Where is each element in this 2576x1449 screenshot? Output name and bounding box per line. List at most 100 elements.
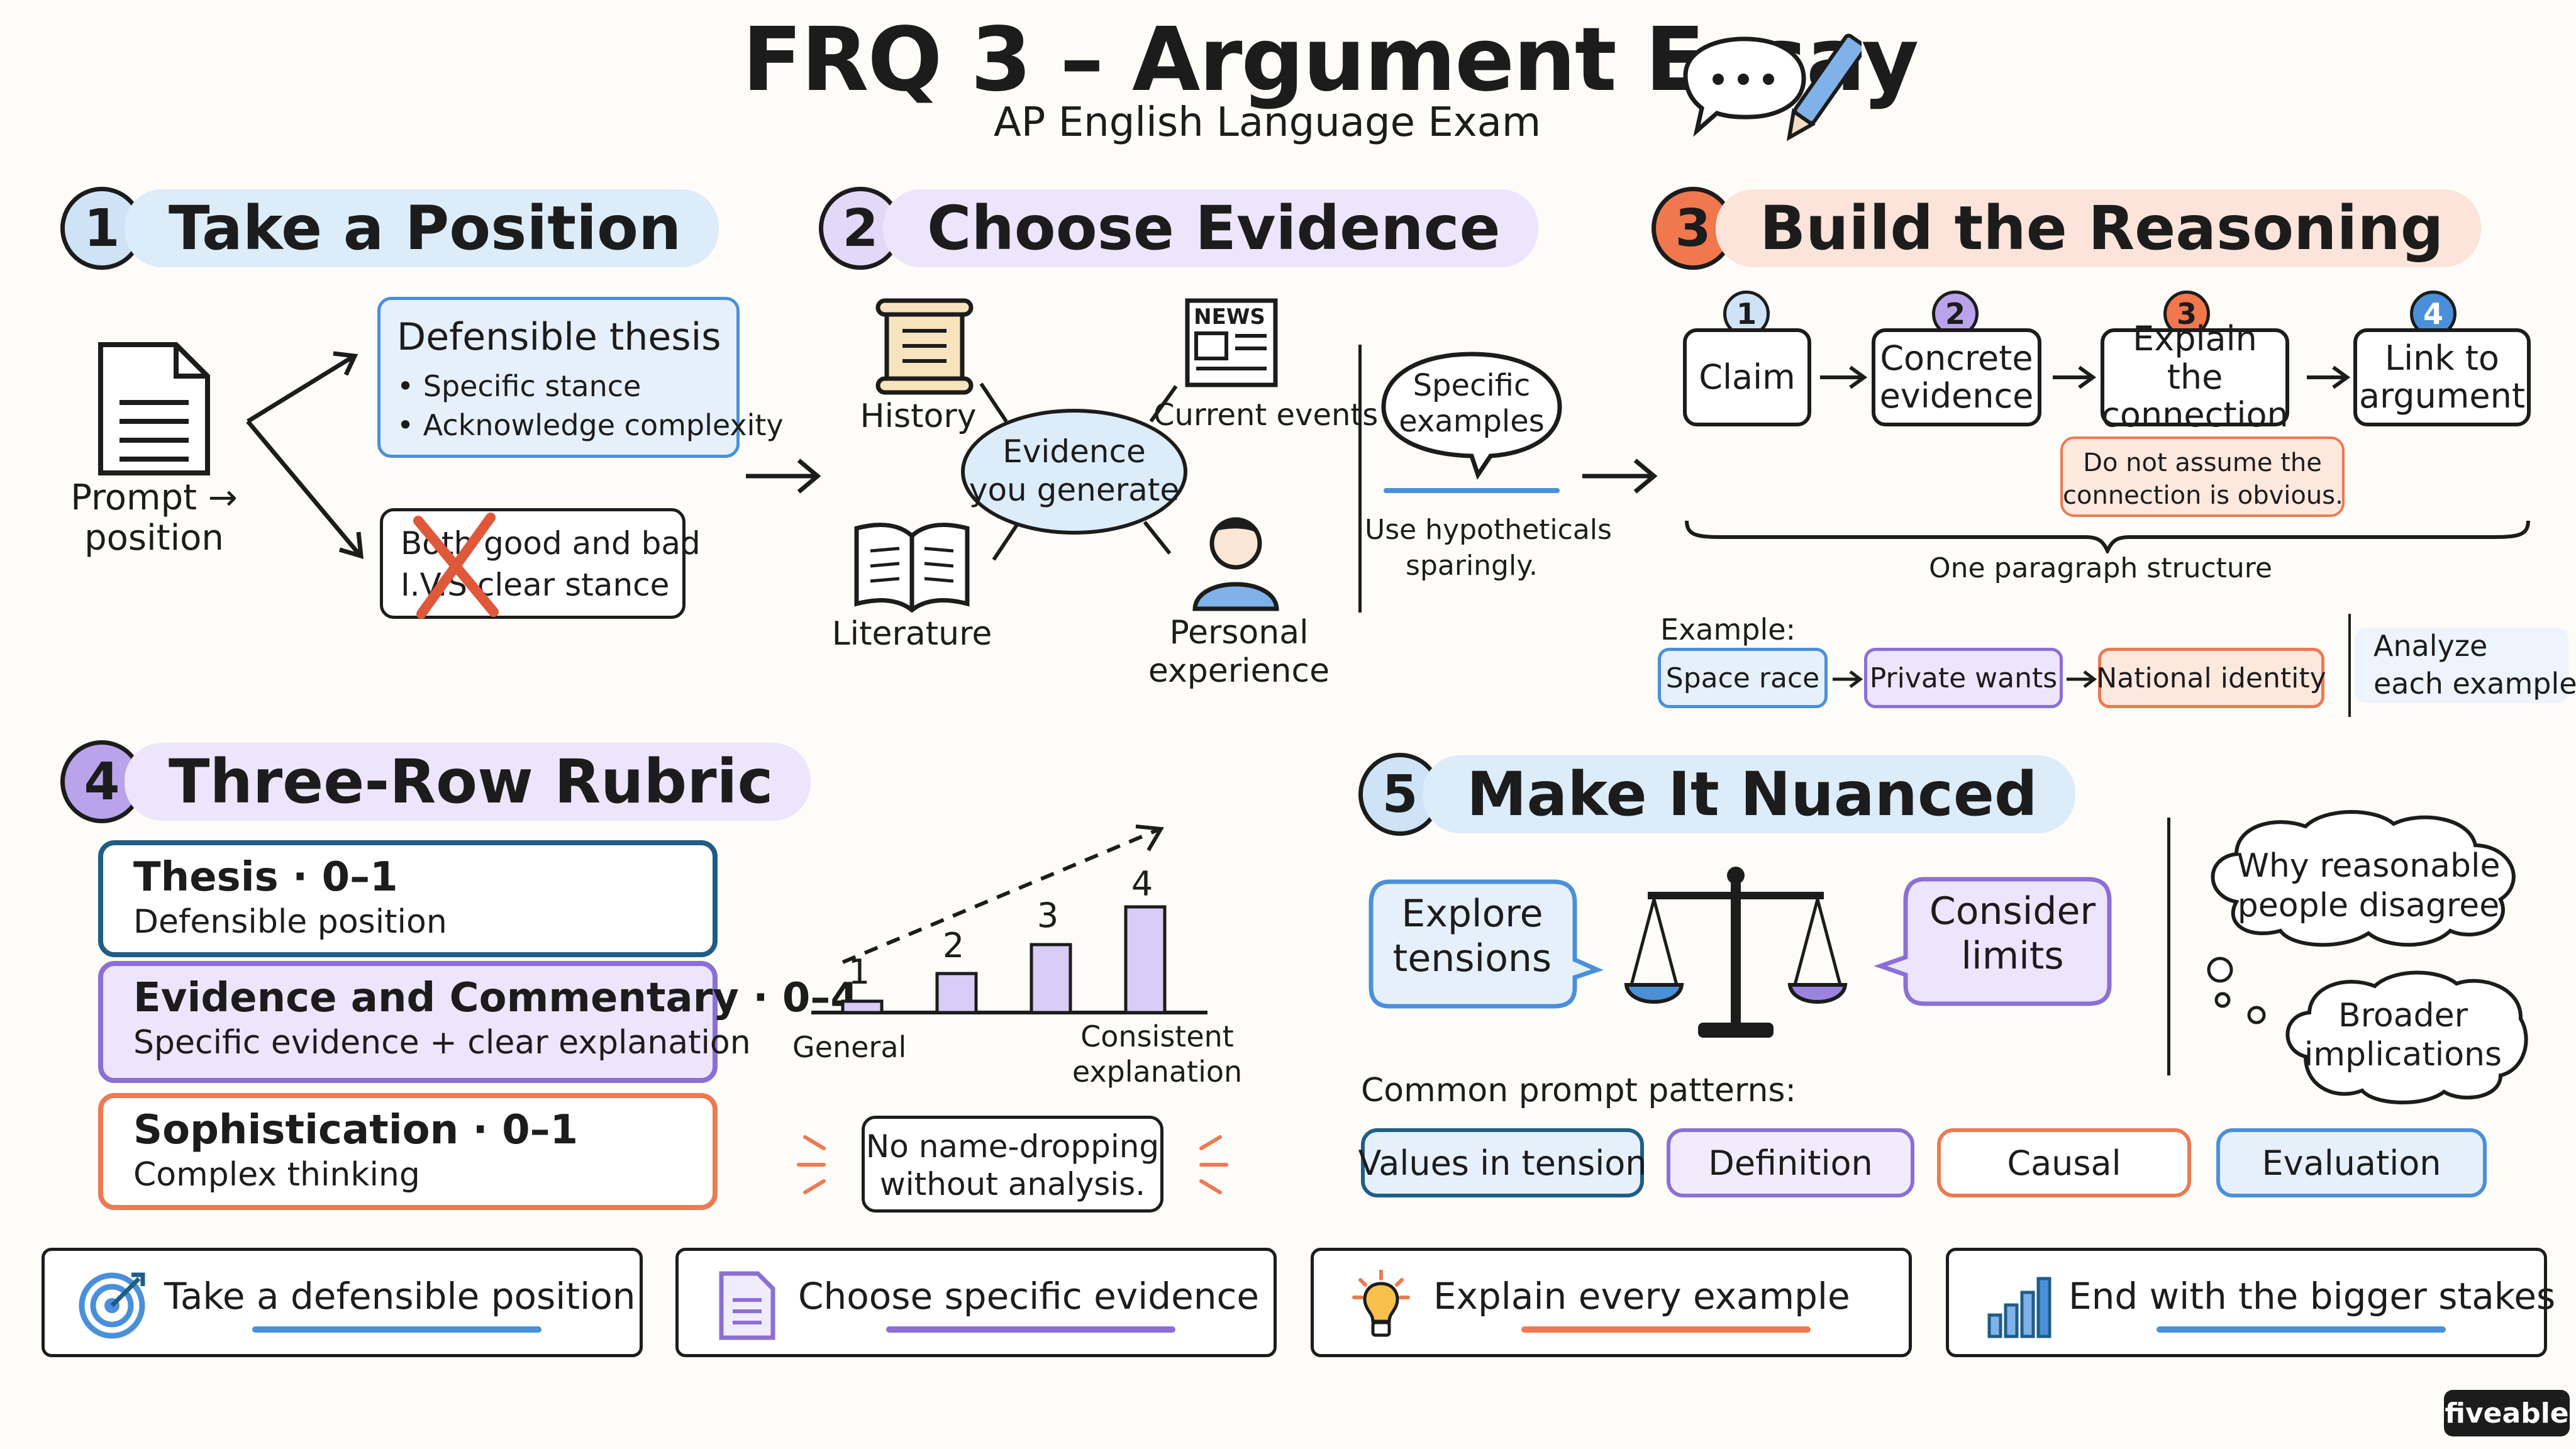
defensible-thesis-card: Defensible thesis • Specific stance • Ac… bbox=[377, 297, 784, 458]
explore-tensions-label: Explore tensions bbox=[1392, 892, 1552, 980]
bar-3 bbox=[1030, 943, 1072, 1014]
growth-bar-chart bbox=[811, 824, 1208, 1014]
footer-underline bbox=[886, 1326, 1175, 1333]
section-number: 1 bbox=[60, 187, 143, 270]
history-label: History bbox=[860, 397, 977, 435]
bar-label-3: 3 bbox=[1036, 896, 1059, 935]
personal-experience-label: Personal experience bbox=[1148, 614, 1330, 691]
name-dropping-callout: No name-dropping without analysis. bbox=[862, 1116, 1163, 1213]
example-label: Example: bbox=[1660, 613, 1796, 647]
bar-2 bbox=[935, 972, 978, 1014]
footer-underline bbox=[2157, 1326, 2446, 1333]
consider-limits-label: Consider limits bbox=[1929, 889, 2096, 978]
thesis-bullet-2: • Acknowledge complexity bbox=[397, 408, 784, 442]
thesis-title: Defensible thesis bbox=[397, 315, 721, 359]
hypotheticals-note: Use hypotheticals sparingly. bbox=[1365, 514, 1612, 582]
footer-card-label: End with the bigger stakes bbox=[2068, 1275, 2556, 1318]
patterns-label: Common prompt patterns: bbox=[1361, 1072, 1797, 1109]
section-title: Choose Evidence bbox=[883, 189, 1538, 267]
axis-label-general: General bbox=[792, 1030, 907, 1064]
thought-2-label: Broader implications bbox=[2304, 997, 2502, 1074]
arrow-to-section-3 bbox=[1582, 458, 1658, 494]
flow-arrows bbox=[1820, 365, 2351, 389]
thought-cloud-2 bbox=[2285, 970, 2528, 1105]
step-claim: Claim bbox=[1683, 328, 1811, 426]
branch-arrows bbox=[246, 351, 364, 559]
pattern-values-in-tension: Values in tension bbox=[1358, 1128, 1647, 1197]
example-arrows bbox=[1833, 670, 2097, 688]
paragraph-brace bbox=[1685, 520, 2530, 553]
divider-analyze bbox=[2348, 614, 2351, 717]
scales-icon bbox=[1624, 867, 1848, 1038]
section-title: Build the Reasoning bbox=[1716, 189, 2482, 267]
example-space-race: Space race bbox=[1658, 648, 1828, 708]
example-national-identity: National identity bbox=[2096, 648, 2326, 708]
bar-1 bbox=[841, 999, 884, 1014]
thesis-bullet-1: • Specific stance bbox=[397, 369, 641, 403]
section-title: Take a Position bbox=[125, 189, 719, 267]
divider-section-5 bbox=[2167, 818, 2170, 1075]
lightbulb-icon bbox=[1352, 1270, 1410, 1337]
prompt-label: Prompt → position bbox=[70, 477, 238, 559]
scroll-icon bbox=[875, 298, 974, 395]
thought-dots bbox=[2207, 957, 2266, 1024]
literature-label: Literature bbox=[831, 615, 992, 653]
evidence-center-ellipse bbox=[961, 409, 1187, 535]
divider-vertical bbox=[1358, 345, 1362, 613]
evidence-center-label: Evidence you generate bbox=[969, 433, 1180, 508]
section-4-header: 4 Three-Row Rubric bbox=[60, 740, 811, 823]
example-private-wants: Private wants bbox=[1864, 648, 2063, 708]
page-subtitle: AP English Language Exam bbox=[994, 99, 1541, 146]
rubric-row-evidence: Evidence and Commentary · 0–4 Specific e… bbox=[98, 961, 858, 1083]
arrow-to-section-2 bbox=[746, 458, 821, 494]
thought-cloud-1 bbox=[2211, 810, 2516, 947]
speech-pencil-icon bbox=[1683, 33, 1862, 142]
brand-logo[interactable]: fiveable bbox=[2444, 1390, 2570, 1436]
news-label: NEWS bbox=[1194, 304, 1265, 330]
section-5-header: 5 Make It Nuanced bbox=[1358, 753, 2075, 836]
axis-label-consistent: Consistent explanation bbox=[1072, 1019, 1243, 1089]
bar-label-1: 1 bbox=[848, 952, 870, 992]
bubble-underline bbox=[1384, 488, 1560, 493]
footer-card-label: Choose specific evidence bbox=[798, 1275, 1260, 1318]
brace-label: One paragraph structure bbox=[1929, 552, 2272, 584]
section-2-header: 2 Choose Evidence bbox=[819, 187, 1538, 270]
consider-limits-bubble bbox=[1874, 877, 2112, 1006]
evidence-spokes bbox=[979, 382, 1178, 561]
pattern-evaluation: Evaluation bbox=[2216, 1128, 2487, 1197]
footer-card-evidence: Choose specific evidence bbox=[675, 1248, 1277, 1357]
current-events-label: Current events bbox=[1153, 397, 1379, 433]
specific-examples-label: Specific examples bbox=[1399, 368, 1545, 439]
footer-card-stakes: End with the bigger stakes bbox=[1946, 1248, 2555, 1357]
footer-card-position: Take a defensible position bbox=[42, 1248, 643, 1357]
footer-card-explain: Explain every example bbox=[1311, 1248, 1912, 1357]
book-icon bbox=[854, 523, 970, 613]
rubric-row-sophistication: Sophistication · 0–1 Complex thinking bbox=[98, 1093, 718, 1210]
thought-1-label: Why reasonable people disagree bbox=[2236, 847, 2501, 925]
footer-underline bbox=[252, 1326, 541, 1333]
warning-note: Do not assume the connection is obvious. bbox=[2060, 436, 2345, 517]
callout-sparks bbox=[797, 1135, 1228, 1194]
section-number: 5 bbox=[1358, 753, 1441, 836]
newspaper-icon bbox=[1185, 298, 1278, 387]
person-icon bbox=[1192, 517, 1279, 611]
footer-underline bbox=[1521, 1326, 1811, 1333]
explore-tensions-bubble bbox=[1368, 879, 1604, 1009]
rubric-row-thesis: Thesis · 0–1 Defensible position bbox=[98, 840, 718, 957]
section-title: Make It Nuanced bbox=[1423, 755, 2075, 833]
bar-label-2: 2 bbox=[942, 926, 965, 965]
cross-mark-icon bbox=[413, 513, 499, 619]
section-title: Three-Row Rubric bbox=[125, 743, 811, 821]
pattern-definition: Definition bbox=[1667, 1128, 1914, 1197]
specific-examples-bubble bbox=[1381, 352, 1562, 480]
document-icon bbox=[98, 342, 210, 475]
bar-4 bbox=[1124, 905, 1167, 1014]
pattern-causal: Causal bbox=[1937, 1128, 2191, 1197]
bar-label-4: 4 bbox=[1131, 864, 1153, 904]
footer-card-label: Take a defensible position bbox=[164, 1275, 636, 1318]
section-3-header: 3 Build the Reasoning bbox=[1652, 187, 2482, 270]
section-1-header: 1 Take a Position bbox=[60, 187, 719, 270]
